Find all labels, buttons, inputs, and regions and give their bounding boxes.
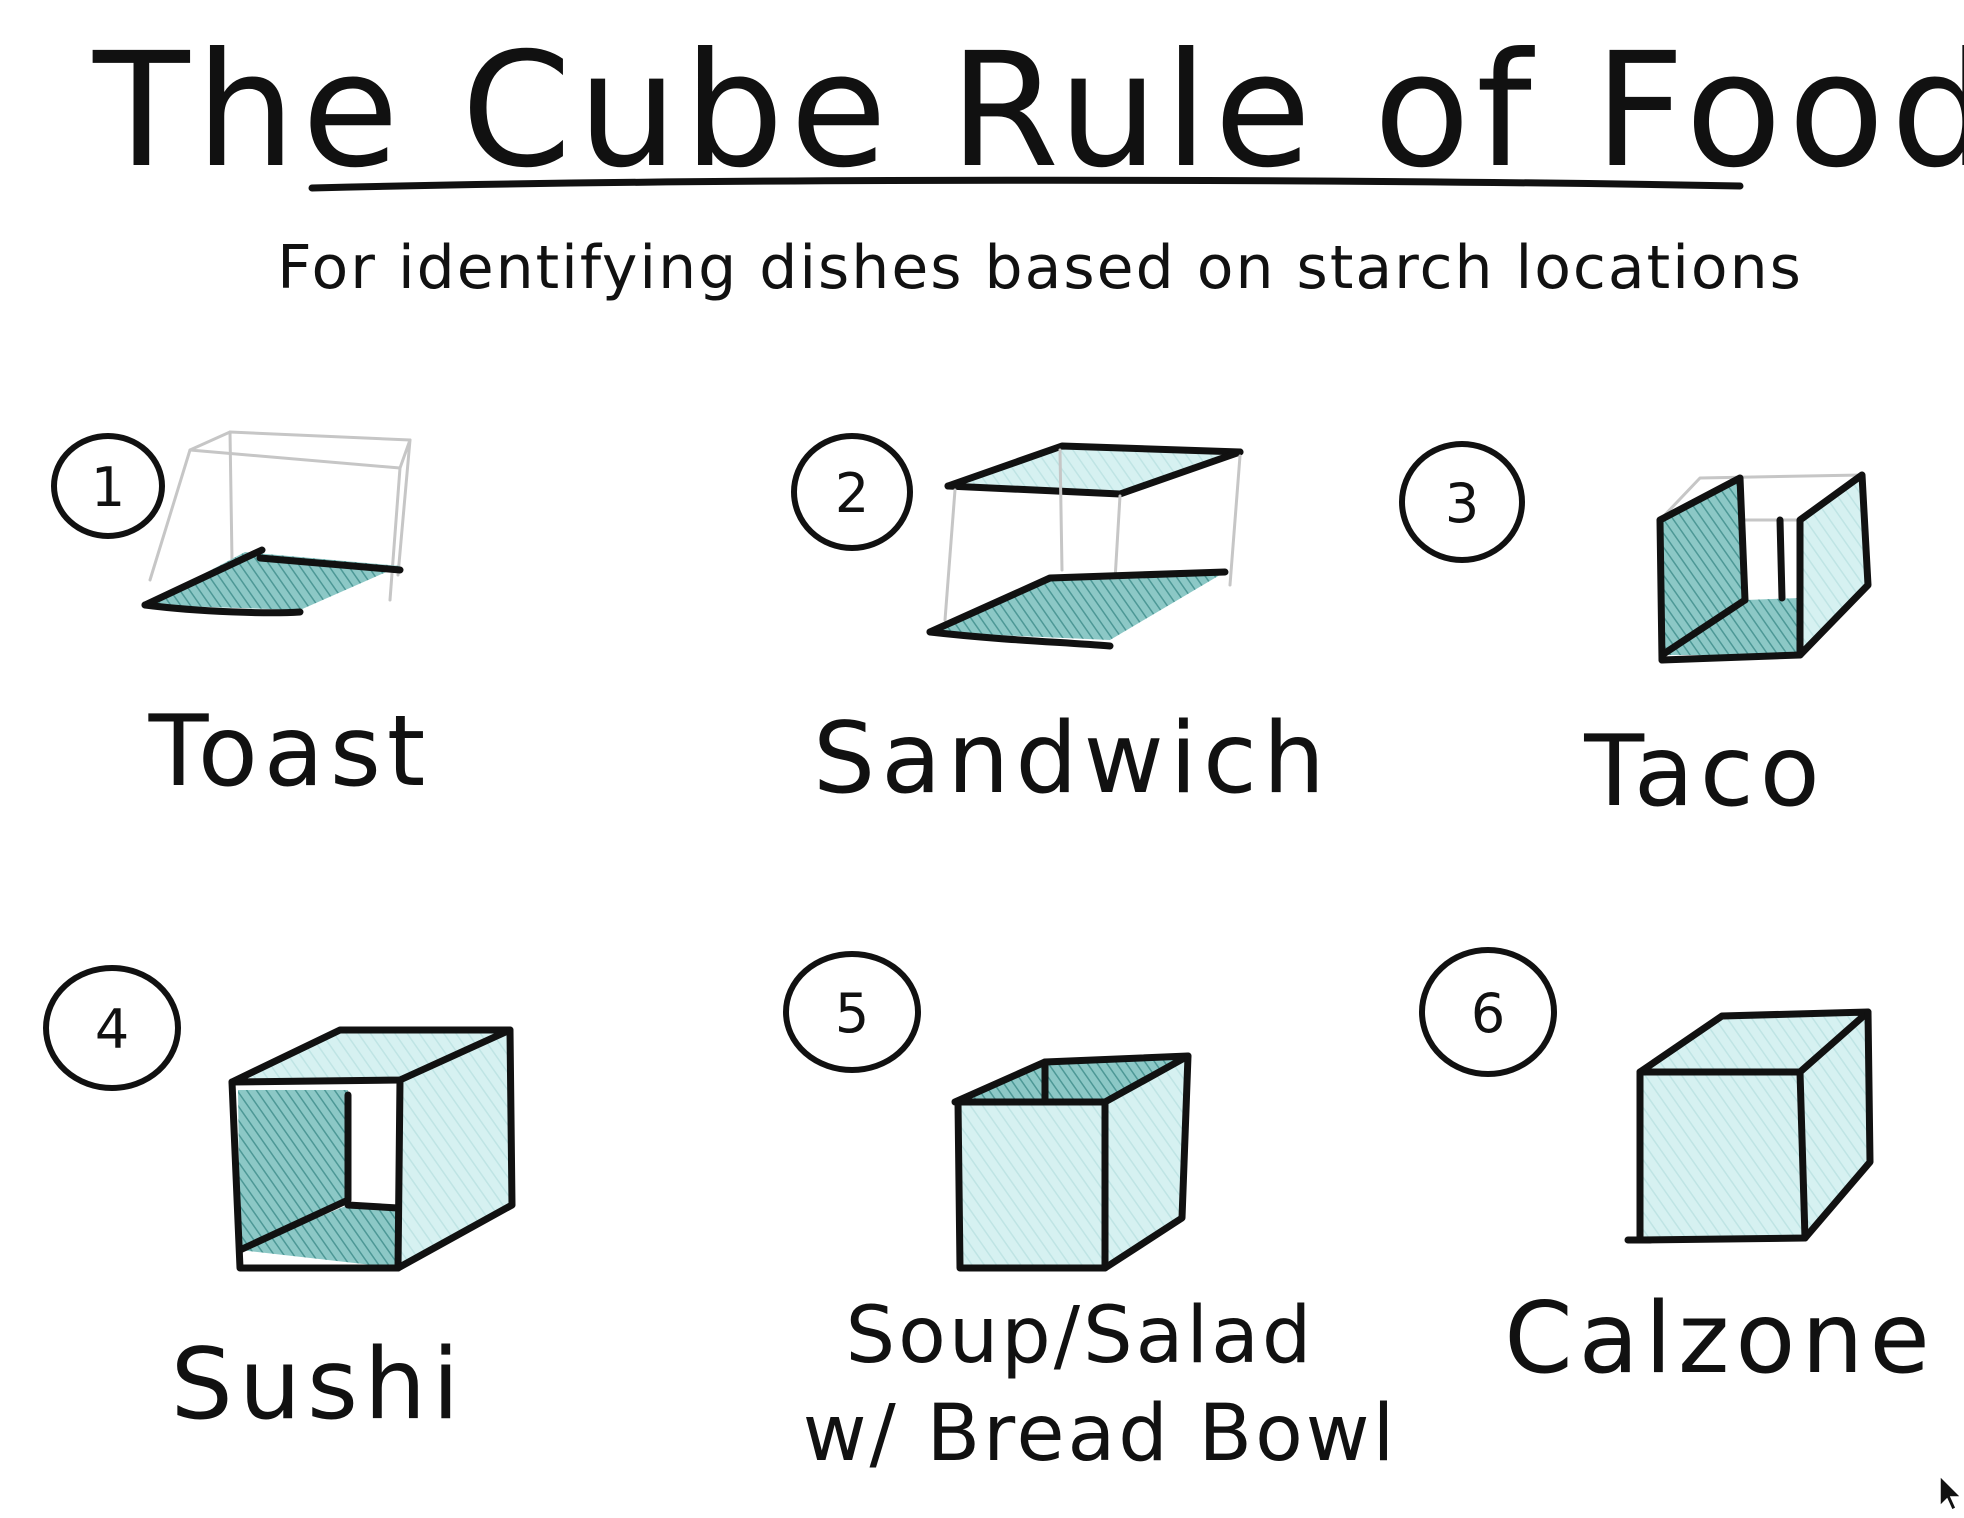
cube-taco-icon [1656,471,1872,664]
item-calzone: 6 Calzone [1419,947,1936,1396]
item-toast: 1 Toast [51,430,432,809]
item-taco: 3 Taco [1399,441,1872,829]
item-sandwich: 2 Sandwich [791,433,1331,816]
item-label: Sushi [171,1328,466,1442]
number-badge-6: 6 [1419,947,1557,1077]
item-label: Toast [148,695,432,809]
title-underline [308,176,1744,192]
number-badge-2: 2 [791,433,913,551]
number-badge-5: 5 [783,951,921,1073]
cube-toast-icon [141,430,412,617]
cube-calzone-icon [1624,1008,1874,1244]
item-label: Sandwich [813,702,1331,816]
item-number: 3 [1445,472,1479,535]
item-label-line2: w/ Bread Bowl [803,1389,1398,1479]
item-sushi: 4 Sushi [43,965,516,1442]
item-label: Taco [1583,715,1826,829]
item-number: 2 [835,462,869,525]
page-subtitle: For identifying dishes based on starch l… [277,233,1803,303]
cube-sandwich-icon [926,442,1244,650]
cube-bread-bowl-icon [951,1052,1192,1272]
number-badge-3: 3 [1399,441,1525,563]
number-badge-4: 4 [43,965,181,1091]
item-number: 5 [835,982,869,1045]
item-number: 6 [1471,982,1505,1045]
item-label-line1: Soup/Salad [846,1291,1315,1381]
number-badge-1: 1 [51,433,165,539]
item-number: 4 [95,998,129,1061]
page-title: The Cube Rule of Food [92,19,1964,203]
mouse-pointer-icon [1939,1474,1963,1512]
item-soup-salad-bread-bowl: 5 Soup/Salad w/ Bread Bowl [783,951,1398,1479]
item-number: 1 [91,456,125,519]
cube-sushi-icon [228,1026,516,1272]
item-label: Calzone [1504,1282,1936,1396]
